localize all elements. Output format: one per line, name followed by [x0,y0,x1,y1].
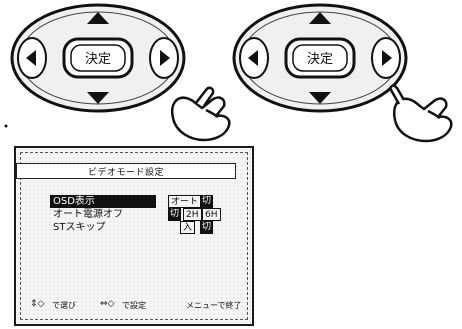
menu-row-auto-power-off[interactable]: オート電源オフ 切 2H 6H [50,208,240,221]
pointing-hand-icon [171,86,231,142]
option-off[interactable]: 切 [168,208,182,221]
option-off[interactable]: 切 [200,221,214,234]
enter-button-label: 決定 [307,52,333,67]
arrow-right-icon [160,50,170,66]
arrow-up-icon [87,12,109,24]
menu-row-osd-display[interactable]: OSD表示 オート 切 [50,195,240,208]
menu-label-st-skip: STスキップ [53,222,106,233]
remote-illustration: 決定 決定 [4,3,453,143]
screen-border [20,152,248,320]
arrow-right-icon [382,50,392,66]
option-2h[interactable]: 2H [183,208,202,221]
leftright-arrows-icon: ⇔◇ [100,299,115,309]
control-pad-left: 決定 [10,3,186,113]
enter-button-label: 決定 [85,52,111,67]
footer-exit-hint: メニューで終了 [186,301,242,310]
arrow-left-icon [248,50,258,66]
menu-label-osd-display: OSD表示 [50,195,156,208]
menu-row-st-skip[interactable]: STスキップ 入 切 [50,221,240,234]
footer-select-hint: で選び [52,301,76,310]
pointing-hand-icon [389,84,453,143]
arrow-down-icon [309,92,331,104]
arrow-left-icon [26,50,36,66]
footer-set-hint: で設定 [122,301,146,310]
osd-title-bar: ビデオモード設定 [16,163,236,179]
option-off[interactable]: 切 [200,195,214,208]
control-pad-right: 決定 [232,3,408,113]
updown-arrows-icon: ⇕◇ [30,299,45,309]
osd-title: ビデオモード設定 [87,168,164,178]
option-on[interactable]: 入 [180,221,196,234]
arrow-up-icon [309,12,331,24]
arrow-down-icon [87,92,109,104]
menu-label-auto-power-off: オート電源オフ [53,209,123,220]
option-6h[interactable]: 6H [202,208,221,221]
option-auto[interactable]: オート [168,195,202,208]
